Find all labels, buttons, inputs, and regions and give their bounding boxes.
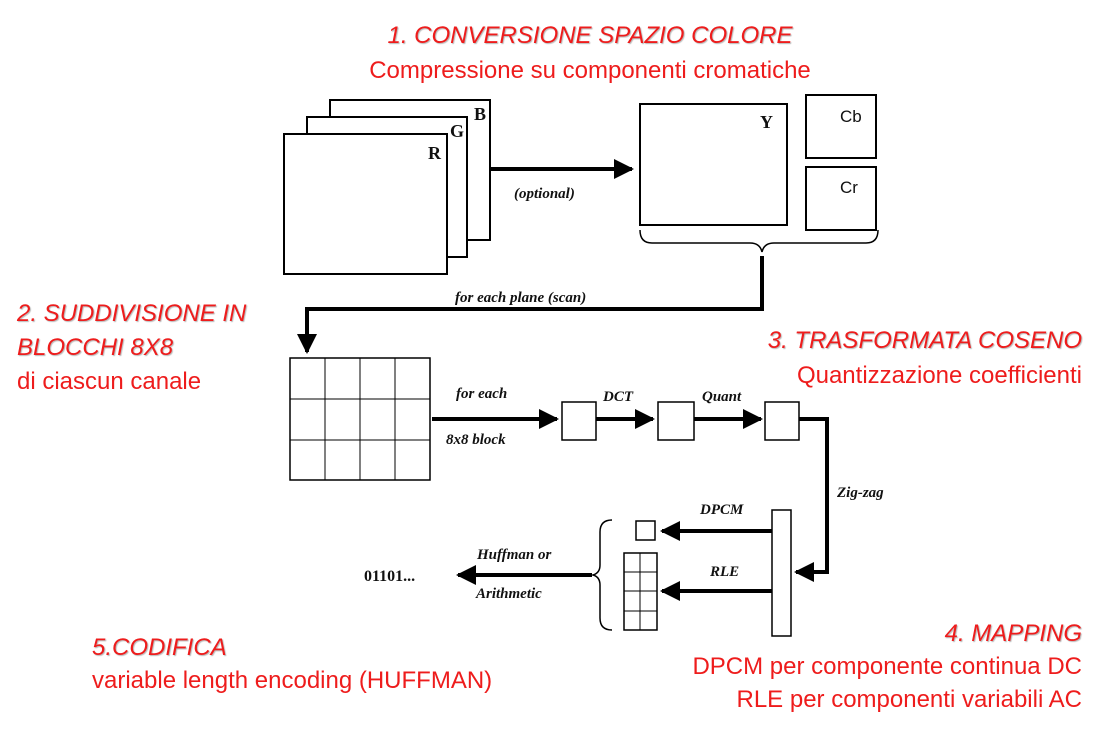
- coding-brace: [590, 519, 613, 631]
- plane-b-label: B: [474, 104, 486, 124]
- step2-title-line2: BLOCCHI 8X8: [17, 334, 174, 361]
- zigzag-arrow: [794, 417, 829, 582]
- zigzag-vector: [771, 509, 792, 637]
- step4-line1: DPCM per componente continua DC: [692, 653, 1082, 680]
- step3-title: 3. TRASFORMATA COSENO: [767, 327, 1082, 354]
- block-dct: [657, 401, 695, 441]
- plane-g-label: G: [450, 121, 464, 141]
- dc-square: [635, 520, 656, 541]
- rle-label: RLE: [709, 564, 739, 580]
- plane-r-label: R: [428, 143, 442, 163]
- planes-brace: [639, 229, 879, 253]
- block-input: [561, 401, 597, 441]
- ac-grid: [623, 552, 658, 631]
- dpcm-label: DPCM: [699, 502, 744, 518]
- arithmetic-label: Arithmetic: [475, 586, 542, 602]
- output-bits: 01101...: [364, 568, 415, 585]
- step4-title: 4. MAPPING: [944, 620, 1082, 647]
- step5-subtitle: variable length encoding (HUFFMAN): [92, 667, 493, 694]
- step4-line2: RLE per componenti variabili AC: [736, 686, 1082, 713]
- zigzag-label: Zig-zag: [836, 485, 884, 501]
- plane-cr: [805, 166, 877, 231]
- plane-y: [639, 103, 788, 226]
- ycbcr-planes: Y Cb Cr: [639, 94, 879, 253]
- quant-label: Quant: [702, 389, 742, 405]
- step1-subtitle: Compressione su componenti cromatiche: [369, 57, 811, 84]
- block-quant: [764, 401, 800, 441]
- for-each-plane-arrow: [297, 256, 764, 354]
- rgb-planes: B G R: [283, 99, 491, 275]
- plane-cr-label: Cr: [840, 178, 858, 197]
- block-grid: [289, 357, 431, 481]
- step2-subtitle: di ciascun canale: [17, 368, 202, 395]
- step5-title: 5.CODIFICA: [92, 634, 227, 661]
- for-each-plane-label: for each plane (scan): [455, 290, 586, 306]
- plane-r: [283, 133, 448, 275]
- for-each-label: for each: [456, 386, 507, 402]
- step1-title: 1. CONVERSIONE SPAZIO COLORE: [387, 22, 793, 49]
- step2-title-line1: 2. SUDDIVISIONE IN: [17, 300, 247, 327]
- huffman-label: Huffman or: [476, 547, 551, 563]
- optional-label: (optional): [514, 186, 575, 202]
- step3-subtitle: Quantizzazione coefficienti: [796, 362, 1082, 389]
- block-label: 8x8 block: [446, 432, 506, 448]
- plane-y-label: Y: [760, 112, 773, 132]
- plane-cb: [805, 94, 877, 159]
- plane-cb-label: Cb: [840, 107, 862, 126]
- dct-label: DCT: [602, 389, 634, 405]
